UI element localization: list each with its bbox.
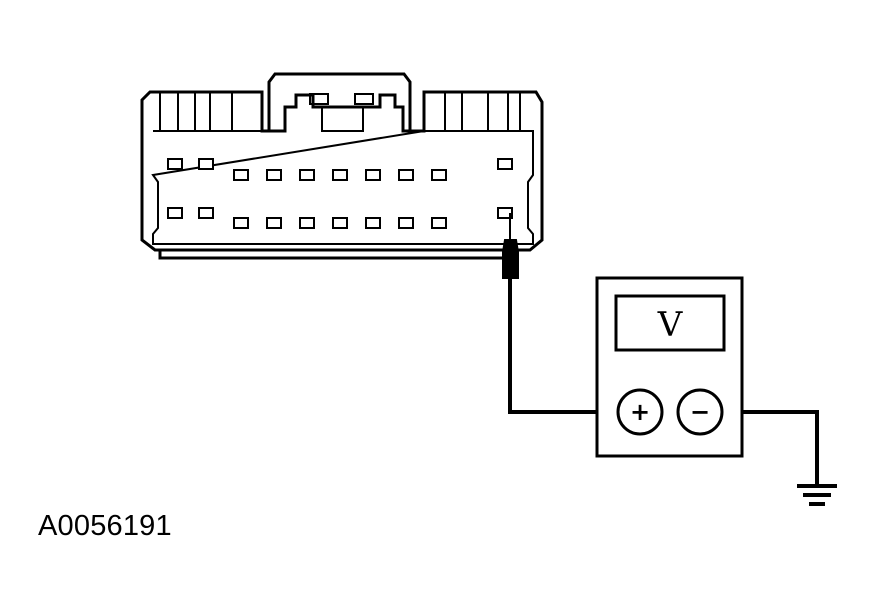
housing-ribs — [159, 92, 521, 131]
probe-handle — [502, 239, 519, 279]
ground-lead-wire — [718, 410, 819, 485]
pin-cavity-bottom — [431, 217, 447, 229]
latch-window-left — [309, 93, 329, 105]
ground-icon — [797, 484, 837, 506]
negative-symbol: − — [690, 398, 710, 426]
pin-cavity-bottom — [198, 207, 214, 219]
pin-cavity-bottom — [398, 217, 414, 229]
connector-base-rail — [158, 250, 506, 260]
figure-id-label: A0056191 — [38, 510, 172, 542]
pin-cavity-top — [398, 169, 414, 181]
pin-cavity-probed — [497, 207, 513, 219]
connector-latch — [267, 72, 412, 131]
pin-cavity-bottom — [332, 217, 348, 229]
voltmeter-display-symbol: V — [657, 305, 684, 345]
negative-terminal — [676, 388, 724, 436]
connector-housing — [140, 90, 544, 252]
positive-symbol: + — [630, 398, 650, 426]
pin-cavity-bottom — [167, 207, 183, 219]
pin-cavity-top — [365, 169, 381, 181]
voltmeter: V + − — [595, 276, 744, 458]
latch-lock-tab — [321, 107, 364, 132]
latch-window-right — [354, 93, 374, 105]
positive-terminal — [616, 388, 664, 436]
connector-pins — [167, 158, 513, 229]
pin-cavity-bottom — [233, 217, 249, 229]
pin-cavity-top — [233, 169, 249, 181]
probe-lead-wire — [508, 278, 618, 414]
pin-cavity-bottom — [266, 217, 282, 229]
pin-cavity-top — [266, 169, 282, 181]
test-probe — [502, 213, 519, 279]
pin-cavity-top — [299, 169, 315, 181]
connector-face — [151, 130, 534, 245]
voltmeter-display — [614, 294, 726, 352]
pin-cavity-bottom — [299, 217, 315, 229]
pin-cavity-top — [167, 158, 183, 170]
pin-cavity-top — [497, 158, 513, 170]
wiring-connector — [140, 72, 544, 260]
pin-cavity-bottom — [365, 217, 381, 229]
pin-cavity-top — [198, 158, 214, 170]
pin-cavity-top — [332, 169, 348, 181]
pin-cavity-top — [431, 169, 447, 181]
